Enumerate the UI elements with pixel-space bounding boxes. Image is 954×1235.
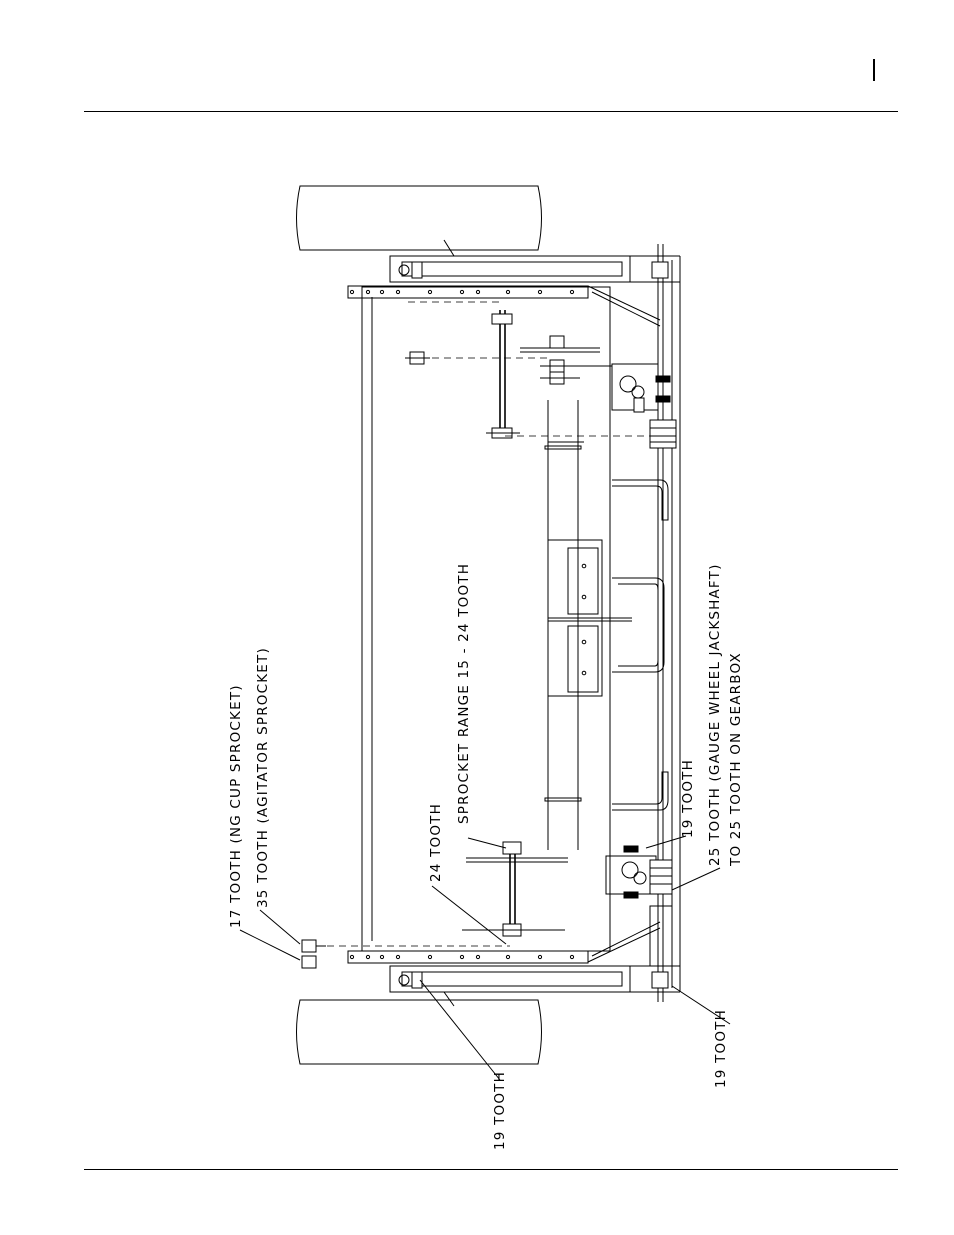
hopper-frame: [347, 239, 681, 1007]
lower-tire: [296, 999, 542, 1065]
handles: [612, 479, 669, 811]
upper-jackshaft-sprockets: [520, 335, 610, 385]
exploded-sprockets-lower: [301, 939, 326, 969]
upper-plate-bolts: [349, 289, 575, 295]
label-19-tooth-upper: 19 TOOTH: [680, 759, 696, 838]
label-ng-cup-sprocket: 17 TOOTH (NG CUP SPROCKET): [228, 684, 244, 928]
label-sprocket-range: SPROCKET RANGE 15 - 24 TOOTH: [456, 563, 472, 824]
upper-jackshaft-hub: [649, 419, 677, 449]
label-gauge-wheel-jackshaft: 25 TOOTH (GAUGE WHEEL JACKSHAFT): [707, 563, 723, 866]
exploded-sprocket-upper: [405, 351, 430, 365]
lower-plate-bolts: [349, 954, 575, 960]
metering-shaft: [462, 841, 568, 937]
agitator-shaft: [486, 310, 520, 439]
upper-gearbox: [611, 363, 677, 449]
header-rule: [84, 111, 898, 112]
label-gearbox: TO 25 TOOTH ON GEARBOX: [728, 652, 744, 867]
label-24-tooth: 24 TOOTH: [428, 803, 444, 882]
upper-wheel-bearings: [398, 261, 669, 279]
label-19-tooth-right: 19 TOOTH: [713, 1009, 729, 1088]
leader-lines: [239, 835, 731, 1081]
label-19-tooth-left: 19 TOOTH: [492, 1071, 508, 1150]
label-agitator-sprocket: 35 TOOTH (AGITATOR SPROCKET): [255, 647, 271, 908]
footer-rule: [84, 1169, 898, 1170]
center-brackets: [547, 539, 632, 697]
lower-wheel-bearings: [398, 905, 673, 989]
page-marker-bar: [873, 59, 875, 81]
lower-gearbox: [605, 845, 673, 899]
chain-centerlines: [315, 301, 650, 947]
upper-tire: [296, 185, 542, 251]
